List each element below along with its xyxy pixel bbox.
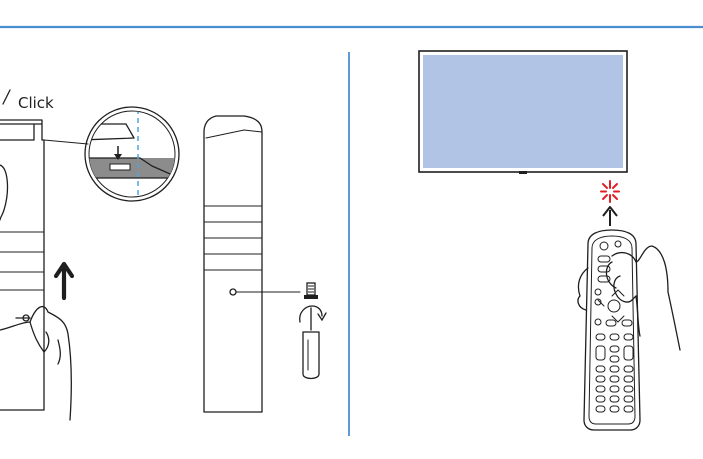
screw-hole [22, 314, 30, 322]
hand-holding-remote [577, 245, 681, 351]
zoom-leader [43, 139, 89, 145]
arrow-up-icon [53, 261, 75, 301]
hand-left-panel-top [0, 164, 9, 221]
step-attach-back-cover: Click [0, 89, 327, 421]
clockwise-rotate-icon [299, 305, 327, 323]
screw-icon [304, 282, 318, 299]
step-point-remote-at-display [418, 50, 681, 431]
thumb [605, 261, 617, 289]
screwdriver-icon [302, 307, 320, 380]
remote-control [583, 229, 641, 431]
click-label: Click [18, 94, 54, 112]
remote-with-cover [0, 119, 45, 411]
display-monitor [418, 50, 628, 174]
zoom-detail-circle [84, 106, 180, 202]
display-screen [423, 55, 623, 168]
click-indicator-mark [2, 89, 11, 105]
arrow-up-icon [602, 206, 618, 226]
hand-left-panel-bottom [0, 305, 72, 421]
remote-rear-view [203, 115, 301, 413]
infrared-signal-icon [600, 180, 620, 203]
